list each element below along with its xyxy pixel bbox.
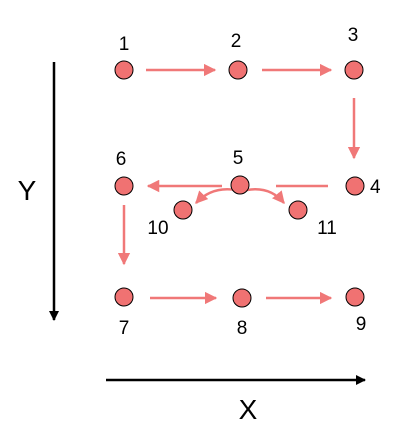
node-7 (114, 287, 134, 307)
arrow-5-to-11 (246, 188, 285, 204)
node-label-11: 11 (317, 218, 337, 239)
node-11 (288, 200, 308, 220)
node-label-8: 8 (237, 318, 248, 339)
node-labels: 1 2 3 4 5 6 7 8 9 10 11 (116, 25, 381, 339)
node-8 (232, 288, 252, 308)
node-3 (344, 60, 364, 80)
node-4 (345, 176, 365, 196)
arrow-5-to-10 (195, 188, 237, 204)
x-axis-label: X (239, 394, 258, 425)
y-axis-label: Y (18, 175, 37, 206)
node-label-6: 6 (116, 149, 127, 170)
node-10 (173, 200, 193, 220)
node-9 (345, 287, 365, 307)
node-label-5: 5 (233, 148, 244, 169)
node-label-7: 7 (119, 318, 130, 339)
node-2 (228, 60, 248, 80)
node-label-2: 2 (231, 31, 242, 52)
node-label-1: 1 (119, 34, 130, 55)
axes (49, 62, 366, 385)
node-label-3: 3 (348, 25, 359, 46)
node-label-4: 4 (370, 177, 381, 198)
node-label-10: 10 (147, 218, 168, 239)
node-label-9: 9 (356, 314, 367, 335)
node-5 (230, 175, 250, 195)
nodes (114, 60, 365, 308)
node-1 (114, 60, 134, 80)
node-6 (114, 176, 134, 196)
